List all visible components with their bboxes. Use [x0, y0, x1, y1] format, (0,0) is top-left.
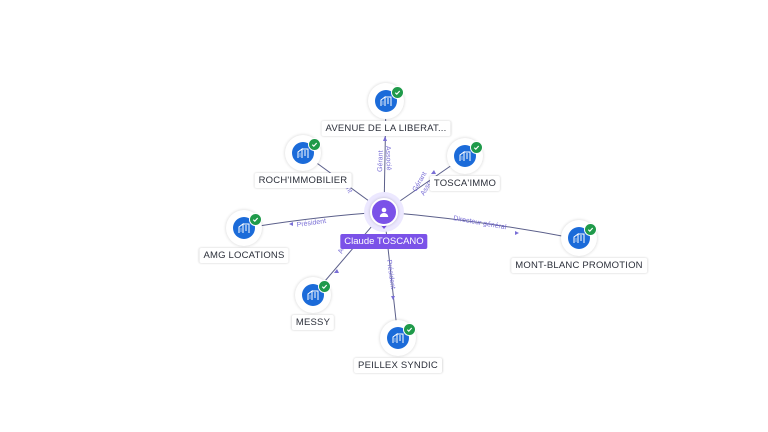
verified-check-icon	[308, 138, 321, 151]
company-label[interactable]: PEILLEX SYNDIC	[354, 358, 442, 373]
arrow-amg	[289, 222, 293, 226]
edge-label-avenue-associate: Associé	[384, 146, 392, 171]
company-label[interactable]: TOSCA'IMMO	[429, 176, 501, 191]
edge-label-amg: Président	[296, 218, 326, 229]
edge-peillex	[383, 211, 399, 339]
verified-check-icon	[391, 86, 404, 99]
verified-check-icon	[584, 223, 597, 236]
edge-label-peillex: Président	[385, 259, 396, 289]
arrow-avenue	[383, 136, 387, 141]
edge-label-avenue-manager: Gérant	[377, 150, 385, 172]
arrow-montblanc	[515, 231, 519, 235]
arrow-tosca	[431, 170, 436, 174]
arrow-messy	[334, 269, 339, 273]
verified-check-icon	[403, 323, 416, 336]
verified-check-icon	[318, 280, 331, 293]
company-label[interactable]: ROCH'IMMOBILIER	[254, 173, 352, 188]
edge-montblanc	[383, 211, 579, 240]
person-icon	[370, 198, 398, 226]
verified-check-icon	[249, 213, 262, 226]
person-label[interactable]: Claude TOSCANO	[340, 234, 428, 249]
company-label[interactable]: MESSY	[291, 315, 335, 330]
edge-label-roch: ant	[342, 183, 353, 195]
edge-label-montblanc: Directeur général	[453, 215, 508, 231]
verified-check-icon	[470, 141, 483, 154]
company-label[interactable]: AVENUE DE LA LIBERAT...	[321, 121, 451, 136]
company-label[interactable]: AMG LOCATIONS	[199, 248, 289, 263]
person-pin-tip	[379, 223, 389, 229]
company-label[interactable]: MONT-BLANC PROMOTION	[511, 258, 647, 273]
arrow-peillex	[391, 296, 395, 300]
